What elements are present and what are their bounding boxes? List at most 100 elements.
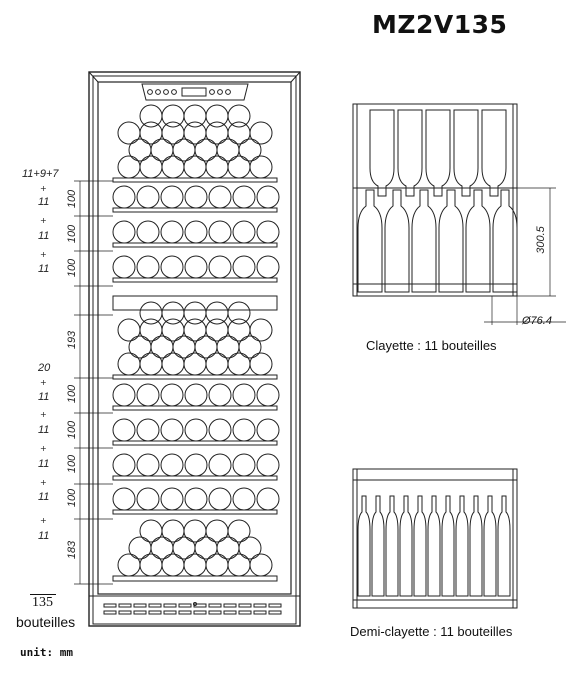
half-shelf-frame [352, 468, 518, 609]
half-shelf-bottle-7 [455, 495, 469, 597]
mid-stack-bottle-2-6 [249, 318, 273, 342]
shelf-lower-bottle-0 [357, 189, 383, 293]
shelf-upper-bottle-3 [453, 109, 479, 197]
shelf-4-bottle-3 [184, 383, 208, 407]
top-stack-bottle-2-6 [249, 121, 273, 145]
count-label-2: 11 [38, 196, 50, 208]
bottom-stack-bottle-0-4 [205, 553, 229, 577]
shelf-upper-bottle-1 [397, 109, 423, 197]
mid-stack-bottle-0-4 [205, 352, 229, 376]
count-label-9: 11 [38, 491, 50, 503]
top-stack-bottle-3-1 [161, 104, 185, 128]
empty-shelf [112, 295, 278, 311]
shelf-4-bottle-4 [208, 383, 232, 407]
half-shelf-bottle-1 [371, 495, 385, 597]
shelf-view-frame [352, 103, 518, 297]
shelf-top-base [112, 177, 278, 183]
mid-stack-bottle-3-2 [183, 301, 207, 325]
dim-label-100-e: 100 [66, 420, 79, 440]
bottom-stack-bottle-2-0 [139, 519, 163, 543]
vent-bottom-3 [148, 610, 162, 615]
bottom-stack-bottle-2-2 [183, 519, 207, 543]
bottom-stack-bottle-1-5 [238, 536, 262, 560]
top-stack-bottle-3-3 [205, 104, 229, 128]
mid-stack-bottle-1-5 [238, 335, 262, 359]
shelf-4-bottle-6 [256, 383, 280, 407]
total-overline [30, 594, 56, 595]
count-label-6: 11 [38, 391, 50, 403]
vent-top-4 [163, 603, 177, 608]
mid-stack-bottle-0-0 [117, 352, 141, 376]
frame-corner-tl [88, 71, 99, 83]
shelf-4-bottle-1 [136, 383, 160, 407]
shelf-6-rail [112, 475, 278, 481]
mid-stack-bottle-0-6 [249, 352, 273, 376]
vent-top-1 [118, 603, 132, 608]
bottom-stack-bottle-0-5 [227, 553, 251, 577]
half-shelf-bottle-9 [483, 495, 497, 597]
shelf-2-bottle-2 [160, 220, 184, 244]
plus-2: + [40, 216, 47, 225]
shelf-lower-bottle-1 [384, 189, 410, 293]
top-stack-bottle-3-2 [183, 104, 207, 128]
top-stack-bottle-0-3 [183, 155, 207, 179]
shelf-upper-bottle-0 [369, 109, 395, 197]
bottom-stack-bottle-2-1 [161, 519, 185, 543]
shelf-1-bottle-2 [160, 185, 184, 209]
vent-top-9 [238, 603, 252, 608]
panel-button-1 [155, 89, 161, 95]
mid-stack-bottle-2-0 [117, 318, 141, 342]
top-stack-bottle-0-6 [249, 155, 273, 179]
vent-top-2 [133, 603, 147, 608]
shelf-1-bottle-6 [256, 185, 280, 209]
vent-top-3 [148, 603, 162, 608]
shelf-upper-bottle-4 [481, 109, 507, 197]
count-label-5: 20 [38, 362, 51, 374]
top-stack-bottle-1-2 [172, 138, 196, 162]
shelf-4-bottle-2 [160, 383, 184, 407]
plus-6: + [40, 444, 47, 453]
shelf-1-bottle-4 [208, 185, 232, 209]
shelf-2-bottle-6 [256, 220, 280, 244]
shelf-3-bottle-5 [232, 255, 256, 279]
vent-top-7 [208, 603, 222, 608]
bottom-stack-bottle-2-4 [227, 519, 251, 543]
bottom-stack-bottle-1-0 [128, 536, 152, 560]
shelf-5-bottle-2 [160, 418, 184, 442]
shelf-3-bottle-4 [208, 255, 232, 279]
mid-stack-bottle-2-2 [161, 318, 185, 342]
mid-stack-bottle-2-1 [139, 318, 163, 342]
shelf-lower-bottle-4 [465, 189, 491, 293]
vent-bottom-4 [163, 610, 177, 615]
control-panel [141, 83, 249, 101]
top-stack-bottle-0-4 [205, 155, 229, 179]
panel-button-2 [163, 89, 169, 95]
mid-stack-bottle-1-2 [172, 335, 196, 359]
panel-button-3 [171, 89, 177, 95]
top-stack-bottle-0-2 [161, 155, 185, 179]
half-shelf-bottle-10 [497, 495, 511, 597]
mid-stack-bottle-1-1 [150, 335, 174, 359]
shelf-3-bottle-0 [112, 255, 136, 279]
top-stack-bottle-1-3 [194, 138, 218, 162]
shelf-1-bottle-3 [184, 185, 208, 209]
vent-bottom-6 [193, 610, 207, 615]
bottom-stack-bottle-1-3 [194, 536, 218, 560]
count-label-10: 11 [38, 530, 50, 542]
shelf-6-bottle-6 [256, 453, 280, 477]
vent-top-5 [178, 603, 192, 608]
count-label-1: 11+9+7 [22, 168, 59, 180]
plus-7: + [40, 478, 47, 487]
mid-stack-bottle-3-3 [205, 301, 229, 325]
vent-top-0 [103, 603, 117, 608]
half-shelf-bottle-2 [385, 495, 399, 597]
shelf-5-bottle-0 [112, 418, 136, 442]
vent-bottom-9 [238, 610, 252, 615]
panel-button-r0 [209, 89, 215, 95]
shelf-6-bottle-4 [208, 453, 232, 477]
half-shelf-bottle-6 [441, 495, 455, 597]
mid-stack-bottle-0-2 [161, 352, 185, 376]
top-stack-bottle-2-5 [227, 121, 251, 145]
count-label-3: 11 [38, 230, 50, 242]
